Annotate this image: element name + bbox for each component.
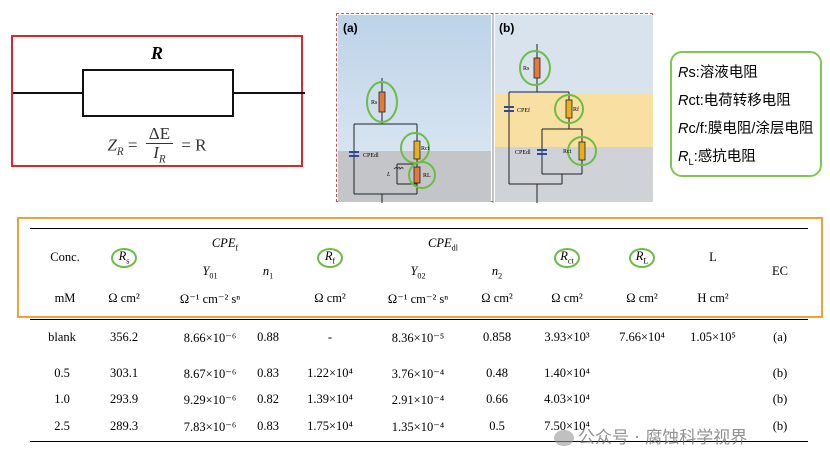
b-cped-label: CPEdl [515,150,531,156]
unit-rs: Ω cm² [108,291,140,305]
cell-ec: (b) [772,366,788,380]
a-rl-label: RL [423,173,431,179]
header-cpedl: CPEdl [428,236,458,253]
header-ec: EC [772,264,788,278]
cell-rf: 1.22×10⁴ [307,366,353,380]
resistor-symbol-diagram [13,69,305,117]
cell-rf: 1.39×10⁴ [307,392,353,406]
cell-n2: 0.5 [489,419,505,433]
header-rf: Rf [324,249,336,266]
wechat-icon [554,430,574,446]
rl-highlight-ring [629,248,655,268]
header-rct: Rct [560,249,574,266]
a-l-label: L [386,172,391,178]
header-y01: Y01 [202,264,218,281]
cell-ec: (b) [772,392,788,406]
b-cpef-label: CPEf [517,107,530,114]
header-y02: Y02 [410,264,426,281]
cell-rs: 293.9 [109,392,139,406]
a-cpe-label: CPEdl [363,153,379,159]
header-conc: Conc. [50,250,80,264]
unit-n2: Ω cm² [481,291,513,305]
legend-item-rl: RL:感抗电阻 [678,149,756,167]
cell-rct: 3.93×10³ [544,330,590,344]
cell-n2: 0.858 [482,330,512,344]
cell-rf: - [327,330,333,344]
cell-n1: 0.83 [257,366,279,380]
cell-ec: (a) [773,330,787,344]
table-bottom-rule [30,441,808,442]
a-rs-label: Rs [371,100,378,106]
cell-rl: 7.66×10⁴ [619,330,665,344]
unit-l: H cm² [697,291,729,305]
equivalent-circuit-figure: (a) (b) Rs CPEdl Rct L RL [336,13,653,203]
b-rct-label: Rct [563,149,572,155]
header-n2: n2 [491,264,503,281]
unit-rct: Ω cm² [551,291,583,305]
header-n1: n1 [262,264,274,281]
unit-rl: Ω cm² [626,291,658,305]
b-rs-label: Rs [523,66,530,72]
resistor-definition-panel: R ZR = ΔE IR = R [11,35,305,167]
cell-rct: 7.50×10⁴ [544,419,590,433]
cell-n1: 0.82 [257,392,279,406]
cell-y02: 3.76×10⁻⁴ [391,367,445,381]
cell-conc: 0.5 [54,366,70,380]
legend-item-rs: Rs:溶液电阻 [678,65,758,81]
resistance-legend: Rs:溶液电阻 Rct:电荷转移电阻 Rc/f:膜电阻/涂层电阻 RL:感抗电阻 [670,51,822,177]
table-header-rule [30,319,808,320]
cell-rf: 1.75×10⁴ [307,419,353,433]
rct-highlight-ring [554,248,580,268]
cell-rs: 356.2 [109,330,139,344]
header-l: L [709,250,717,264]
table-header-highlight [17,217,823,318]
panel-a-label: (a) [343,21,358,35]
panel-b-label: (b) [499,21,514,35]
header-rs: Rs [118,249,130,266]
unit-conc: mM [54,291,76,305]
cell-y02: 8.36×10⁻⁵ [391,331,445,345]
cell-y01: 9.29×10⁻⁶ [183,393,237,407]
a-rct-label: Rct [421,146,430,152]
cell-y01: 8.66×10⁻⁶ [183,331,237,345]
unit-y01: Ω⁻¹ cm⁻² sⁿ [179,292,241,306]
legend-item-rct: Rct:电荷转移电阻 [678,93,791,109]
rs-highlight-ring [111,248,137,268]
cell-rct: 4.03×10⁴ [544,392,590,406]
unit-y02: Ω⁻¹ cm⁻² sⁿ [387,292,449,306]
cell-n2: 0.66 [486,392,508,406]
cell-y01: 7.83×10⁻⁶ [183,420,237,434]
cell-n1: 0.88 [257,330,279,344]
cell-rs: 303.1 [109,366,139,380]
cell-rs: 289.3 [109,419,139,433]
header-cpef: CPEf [211,236,239,253]
table-top-rule [30,228,808,229]
circuit-diagrams: (a) (b) Rs CPEdl Rct L RL [338,14,653,203]
cell-ec: (b) [772,419,788,433]
cell-conc: blank [48,330,76,344]
cell-n2: 0.48 [486,366,508,380]
wechat-watermark: 公众号 · 腐蚀科学视界 [554,423,747,448]
header-rl: RL [635,249,649,266]
b-rf-label: Rf [573,106,579,113]
cell-n1: 0.83 [257,419,279,433]
impedance-formula: ZR = ΔE IR = R [107,124,207,166]
resistor-title: R [150,43,163,63]
cell-y01: 8.67×10⁻⁶ [183,367,237,381]
cell-y02: 2.91×10⁻⁴ [391,393,445,407]
unit-rf: Ω cm² [314,291,346,305]
legend-item-rcf: Rc/f:膜电阻/涂层电阻 [678,121,814,137]
cell-y02: 1.35×10⁻⁴ [391,420,445,434]
cell-rct: 1.40×10⁴ [544,366,590,380]
cell-conc: 2.5 [54,419,70,433]
cell-conc: 1.0 [54,392,70,406]
rf-highlight-ring [317,248,343,268]
cell-l: 1.05×10⁵ [690,330,736,344]
